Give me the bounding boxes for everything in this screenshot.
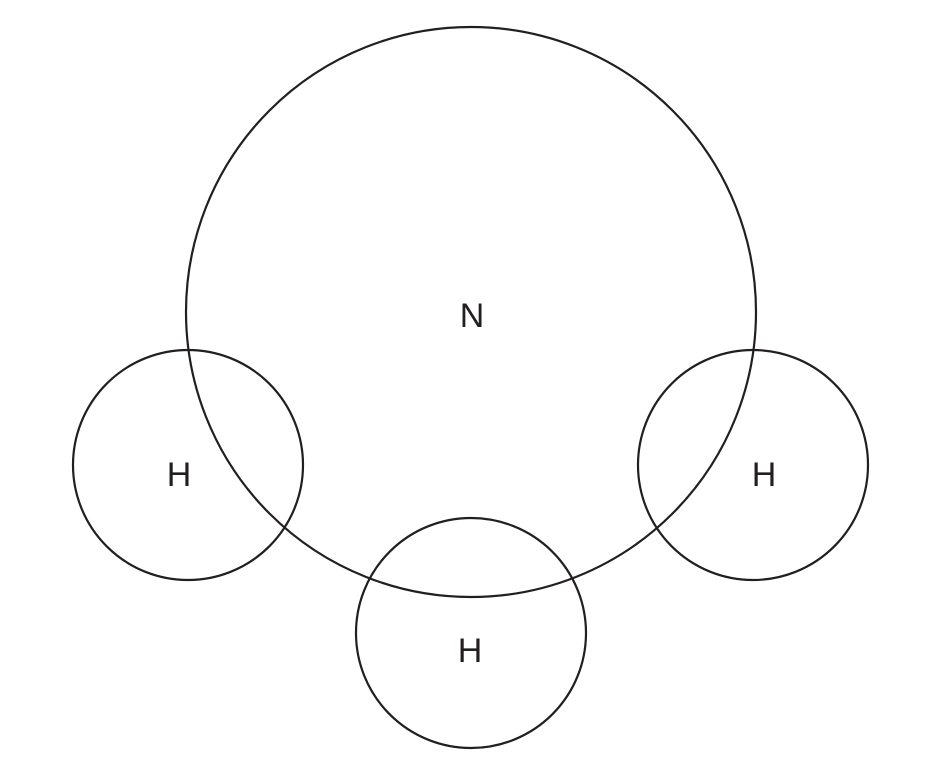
hydrogen-bottom-atom-circle [354,516,588,750]
hydrogen-left-atom-circle [71,348,305,582]
hydrogen-right-atom-circle [636,348,870,582]
hydrogen-left-label: H [167,456,192,494]
nitrogen-atom-circle [184,25,758,599]
hydrogen-right-label: H [752,456,777,494]
nitrogen-label: N [460,297,485,335]
hydrogen-bottom-label: H [458,632,483,670]
